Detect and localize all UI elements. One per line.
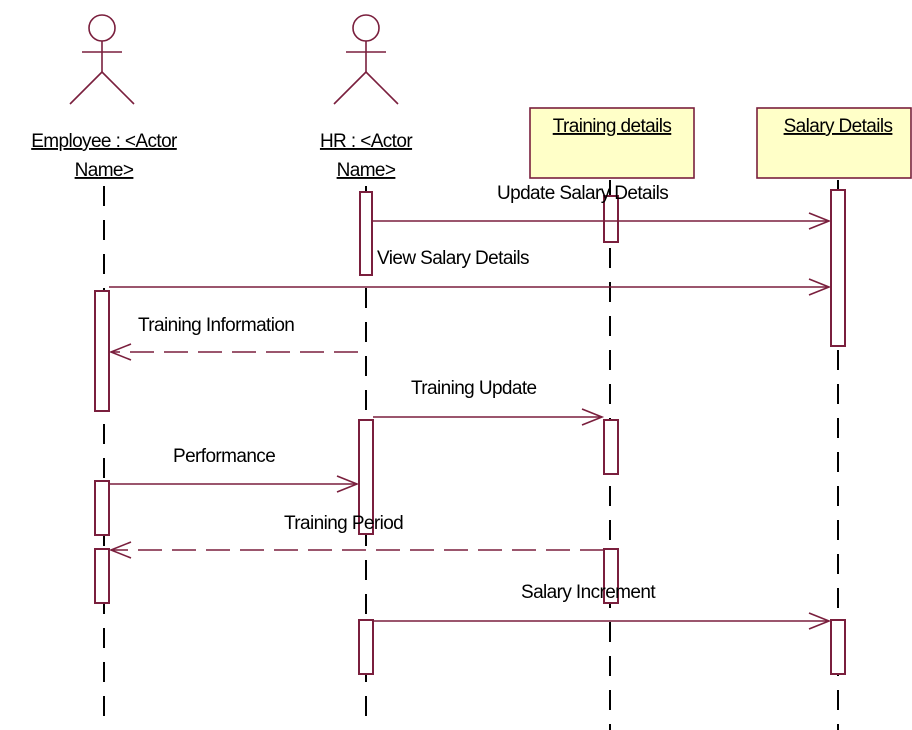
activation-training-2 (603, 419, 619, 475)
activation-employee-1 (94, 290, 110, 412)
object-salary-details-box (756, 107, 912, 179)
message-training-information-label: Training Information (138, 315, 294, 336)
message-training-information-arrowhead (108, 343, 132, 361)
message-salary-increment-label: Salary Increment (521, 582, 656, 603)
actor-employee-head (88, 14, 116, 42)
activation-employee-2 (94, 480, 110, 536)
actor-employee-label-line1: Employee : <Actor (31, 131, 178, 152)
message-update-salary-details-label: Update Salary Details (497, 183, 668, 204)
message-performance-arrowhead (336, 475, 360, 493)
actor-employee-label-line2: Name> (75, 160, 134, 181)
object-training-details-box (529, 107, 695, 179)
activation-training-1 (603, 195, 619, 243)
activation-hr-2 (358, 419, 374, 535)
object-training-details-label: Training details (553, 116, 672, 137)
actor-hr-label-line2: Name> (337, 160, 396, 181)
actor-hr-figure (333, 14, 399, 105)
actor-hr-head (352, 14, 380, 42)
message-view-salary-details-label: View Salary Details (377, 248, 529, 269)
actor-employee-right-leg (101, 71, 135, 105)
activation-salary-2 (830, 619, 846, 675)
message-training-period-arrowhead (108, 541, 132, 559)
actor-hr-left-leg (333, 71, 367, 105)
actor-employee-left-leg (69, 71, 103, 105)
message-update-salary-details-arrowhead (808, 212, 832, 230)
activation-employee-3 (94, 548, 110, 604)
actor-hr-right-leg (365, 71, 399, 105)
message-view-salary-details-arrowhead (808, 278, 832, 296)
activation-hr-3 (358, 619, 374, 675)
message-training-update-arrowhead (581, 408, 605, 426)
message-salary-increment-arrowhead (808, 612, 832, 630)
activation-training-3 (603, 548, 619, 604)
activation-hr-1 (359, 191, 373, 276)
actor-employee-figure (69, 14, 135, 105)
actor-hr-label-line1: HR : <Actor (320, 131, 413, 152)
object-salary-details-label: Salary Details (784, 116, 893, 137)
message-performance-label: Performance (173, 446, 275, 467)
message-training-period-label: Training Period (284, 513, 403, 534)
message-training-update-label: Training Update (411, 378, 537, 399)
activation-salary-1 (830, 189, 846, 347)
